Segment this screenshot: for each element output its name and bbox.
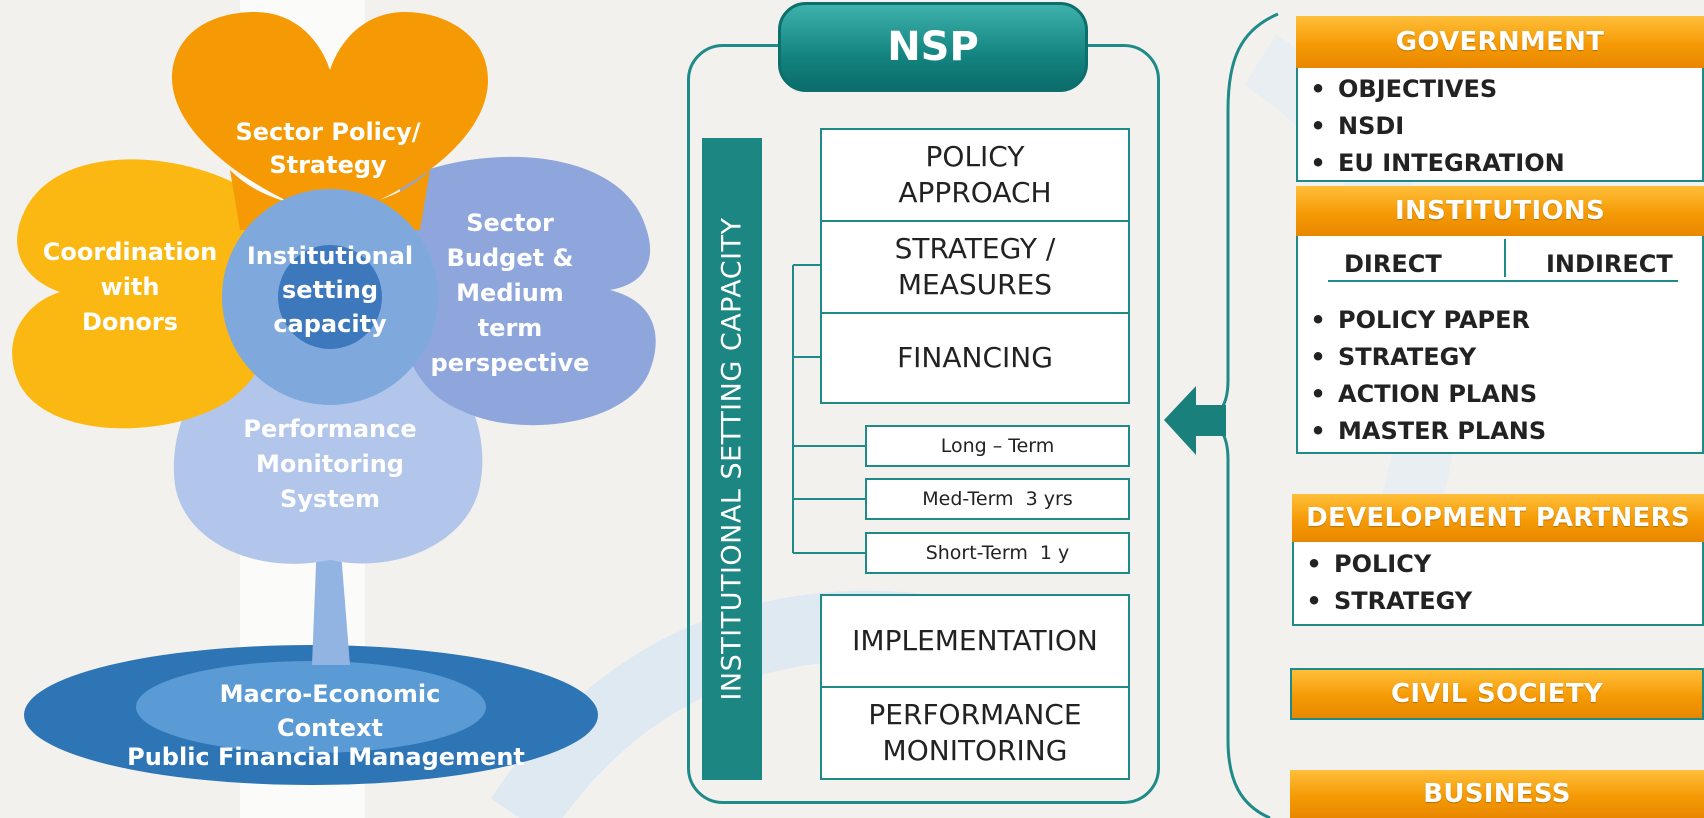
top-petal-line-2: Strategy	[269, 151, 387, 179]
institutions-subheader: DIRECT INDIRECT	[1298, 236, 1702, 302]
financing-label: FINANCING	[897, 340, 1053, 374]
nsp-title: NSP	[887, 24, 979, 70]
bottom-petal	[173, 320, 483, 564]
financing-box: FINANCING	[820, 312, 1130, 404]
government-body: OBJECTIVES NSDI EU INTEGRATION	[1296, 68, 1704, 182]
institutions-title: INSTITUTIONS	[1394, 196, 1605, 226]
government-item: EU INTEGRATION	[1298, 145, 1702, 182]
subheader-underline	[1328, 280, 1678, 282]
right-petal-line-2: Budget &	[447, 244, 574, 272]
left-petal-line-1: Coordination	[43, 238, 217, 266]
med-term-box: Med-Term 3 yrs	[865, 478, 1130, 520]
short-term-label: Short-Term 1 y	[925, 542, 1070, 564]
development-partners-item: STRATEGY	[1294, 583, 1702, 620]
subheader-divider	[1504, 239, 1506, 277]
vertical-label-bar: INSTITUTIONAL SETTING CAPACITY	[702, 138, 762, 780]
nsp-title-tab: NSP	[778, 2, 1088, 92]
strategy-line-1: STRATEGY /	[894, 231, 1056, 265]
base-inner-ellipse	[136, 661, 486, 753]
left-arrow-icon	[1164, 386, 1226, 455]
civil-society-title: CIVIL SOCIETY	[1391, 679, 1603, 709]
center-line-1: Institutional	[247, 242, 413, 270]
long-term-label: Long – Term	[940, 435, 1055, 457]
institutions-item: MASTER PLANS	[1298, 413, 1702, 450]
institutions-header: INSTITUTIONS	[1296, 186, 1704, 236]
short-term-box: Short-Term 1 y	[865, 532, 1130, 574]
government-item: OBJECTIVES	[1298, 71, 1702, 108]
bottom-petal-line-1: Performance	[243, 415, 416, 443]
development-partners-body: POLICY STRATEGY	[1292, 542, 1704, 626]
business-title: BUSINESS	[1423, 779, 1571, 809]
government-title: GOVERNMENT	[1395, 27, 1605, 57]
center-line-3: capacity	[273, 310, 387, 338]
center-inner-circle	[278, 245, 382, 349]
right-petal	[397, 156, 656, 426]
left-petal	[12, 159, 281, 429]
indirect-label: INDIRECT	[1546, 250, 1673, 278]
long-term-box: Long – Term	[865, 425, 1130, 467]
implementation-label: IMPLEMENTATION	[852, 623, 1098, 657]
right-petal-line-4: term	[478, 314, 543, 342]
top-petal-line-1: Sector Policy/	[235, 118, 420, 146]
institutions-item: STRATEGY	[1298, 339, 1702, 376]
business-header: BUSINESS	[1290, 770, 1704, 818]
base-line-3: Public Financial Management	[127, 743, 525, 771]
base-line-2: Context	[277, 714, 383, 742]
performance-line-1: PERFORMANCE	[868, 697, 1082, 731]
med-term-label: Med-Term 3 yrs	[922, 488, 1073, 510]
civil-society-header: CIVIL SOCIETY	[1290, 668, 1704, 720]
institutions-item: POLICY PAPER	[1298, 302, 1702, 339]
development-partners-title: DEVELOPMENT PARTNERS	[1306, 503, 1690, 533]
right-petal-line-1: Sector	[466, 209, 554, 237]
implementation-box: IMPLEMENTATION	[820, 594, 1130, 688]
development-partners-header: DEVELOPMENT PARTNERS	[1292, 494, 1704, 542]
base-line-1: Macro-Economic	[220, 680, 441, 708]
policy-line-1: POLICY	[925, 139, 1025, 173]
performance-line-2: MONITORING	[882, 734, 1068, 767]
government-header: GOVERNMENT	[1296, 16, 1704, 68]
right-petal-line-3: Medium	[456, 279, 564, 307]
bottom-petal-line-3: System	[280, 485, 380, 513]
top-petal	[171, 12, 489, 220]
direct-label: DIRECT	[1344, 250, 1442, 278]
center-line-2: setting	[282, 276, 378, 304]
policy-line-2: APPROACH	[898, 176, 1052, 209]
development-partners-item: POLICY	[1294, 546, 1702, 583]
left-petal-line-3: Donors	[82, 308, 178, 336]
bottom-petal-line-2: Monitoring	[256, 450, 404, 478]
strategy-line-2: MEASURES	[897, 268, 1053, 301]
performance-monitoring-box: PERFORMANCE MONITORING	[820, 686, 1130, 780]
left-petal-line-2: with	[101, 273, 160, 301]
policy-approach-box: POLICY APPROACH	[820, 128, 1130, 222]
flower-diagram: Sector Policy/ Strategy Coordination wit…	[12, 12, 656, 785]
institutions-body: DIRECT INDIRECT POLICY PAPER STRATEGY AC…	[1296, 236, 1704, 454]
institutions-item: ACTION PLANS	[1298, 376, 1702, 413]
government-item: NSDI	[1298, 108, 1702, 145]
right-petal-line-5: perspective	[431, 349, 590, 377]
